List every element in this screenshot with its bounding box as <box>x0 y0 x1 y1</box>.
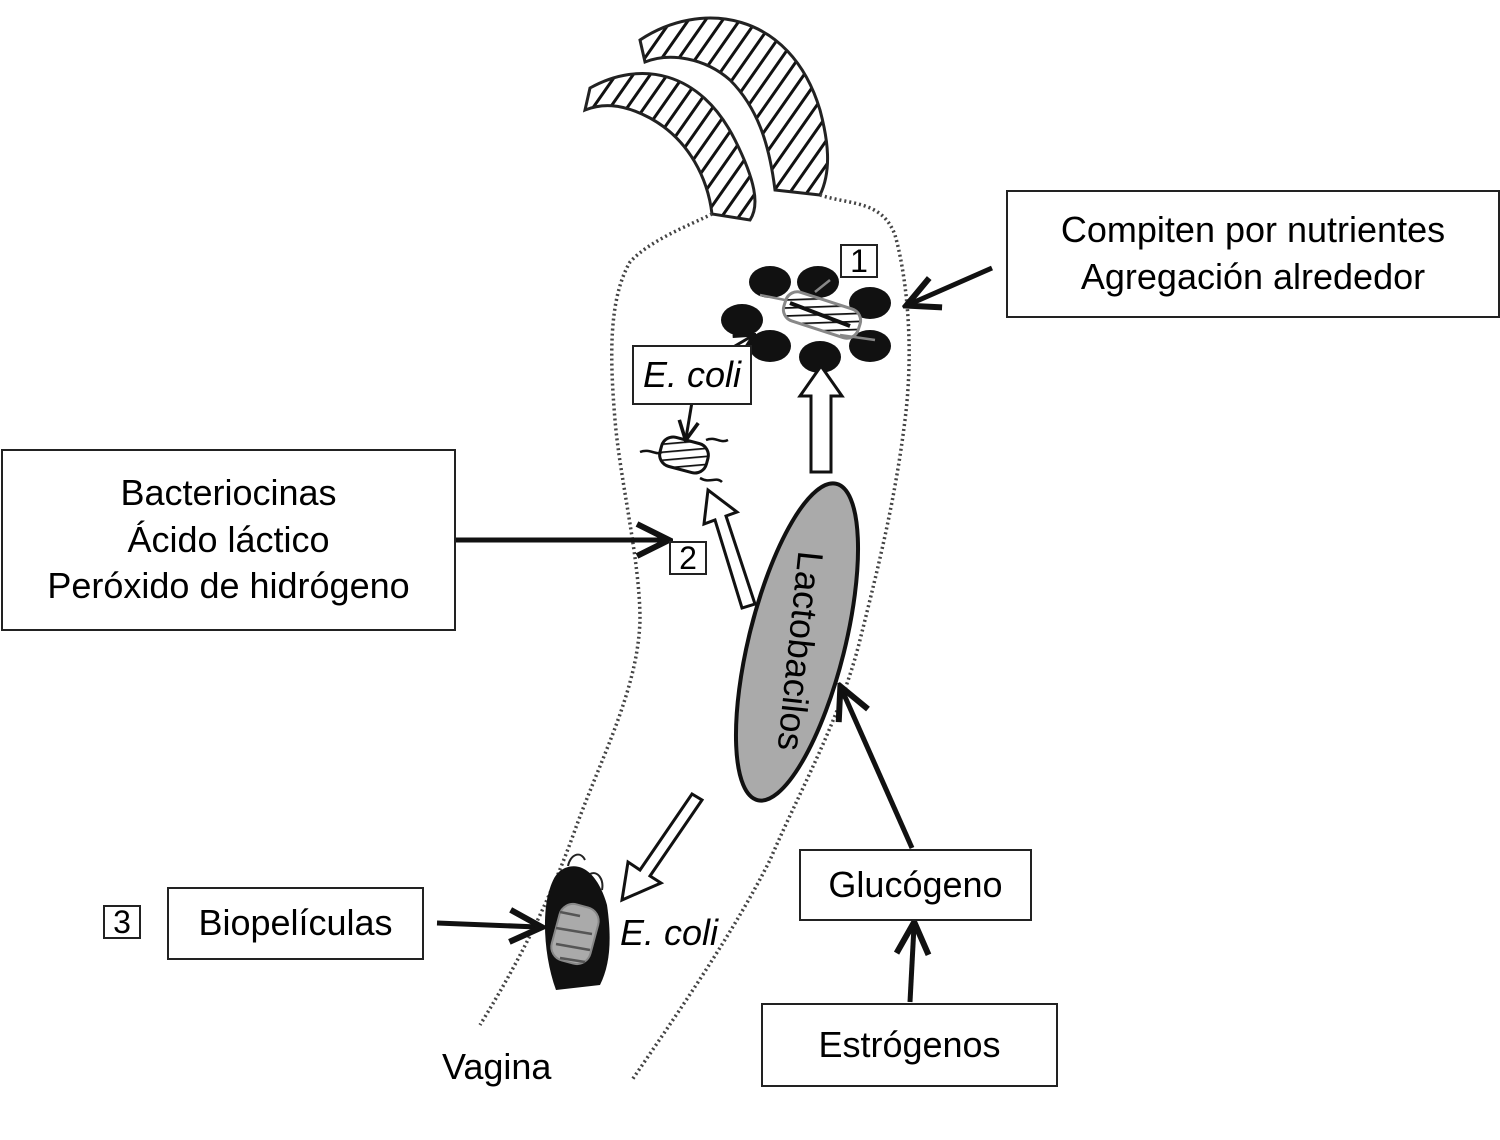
biofilm-mass <box>544 853 610 990</box>
marker-1: 1 <box>840 243 878 279</box>
hollow-arrow-up <box>797 363 845 474</box>
marker-3: 3 <box>103 904 141 940</box>
arrow-ecoli-label-top <box>686 401 692 438</box>
antimicrobials-line-2: Ácido láctico <box>127 518 330 560</box>
glycogen-box: Glucógeno <box>799 849 1032 921</box>
biofilm-label: Biopelículas <box>198 902 393 944</box>
estrogens-box: Estrógenos <box>761 1003 1058 1087</box>
hollow-arrow-to-biofilm <box>620 791 705 903</box>
biofilm-box: Biopelículas <box>167 887 424 960</box>
ecoli-cell-free <box>639 435 729 483</box>
ecoli-label-box: E. coli <box>632 345 752 405</box>
ecoli-cell-aggregated <box>759 279 876 342</box>
glycogen-label: Glucógeno <box>828 863 1003 905</box>
lactobacilli-ellipse <box>733 481 861 803</box>
antimicrobials-box: Bacteriocinas Ácido láctico Peróxido de … <box>1 449 456 631</box>
marker-2: 2 <box>669 540 707 576</box>
vagina-label: Vagina <box>442 1046 552 1087</box>
ecoli-label-top: E. coli <box>642 353 742 395</box>
arrow-biofilm <box>436 923 538 927</box>
fallopian-tubes <box>582 16 829 222</box>
antimicrobials-line-1: Bacteriocinas <box>120 471 337 513</box>
nutrients-box: Compiten por nutrientes Agregación alred… <box>1006 190 1500 318</box>
estrogens-label: Estrógenos <box>818 1023 1001 1065</box>
antimicrobials-line-3: Peróxido de hidrógeno <box>47 565 410 607</box>
arrow-glycogen-to-lactobacilli <box>842 690 915 850</box>
lactobacilli-aggregate <box>721 266 891 373</box>
uterus-outline <box>478 193 911 1081</box>
nutrients-line-2: Agregación alrededor <box>1080 256 1426 297</box>
arrow-estrogens-to-glycogen <box>910 926 914 1003</box>
hollow-arrow-to-ecoli <box>702 487 757 610</box>
nutrients-line-1: Compiten por nutrientes <box>1060 209 1446 251</box>
arrow-nutrients <box>910 265 994 304</box>
ecoli-label-bottom: E. coli <box>620 912 719 953</box>
